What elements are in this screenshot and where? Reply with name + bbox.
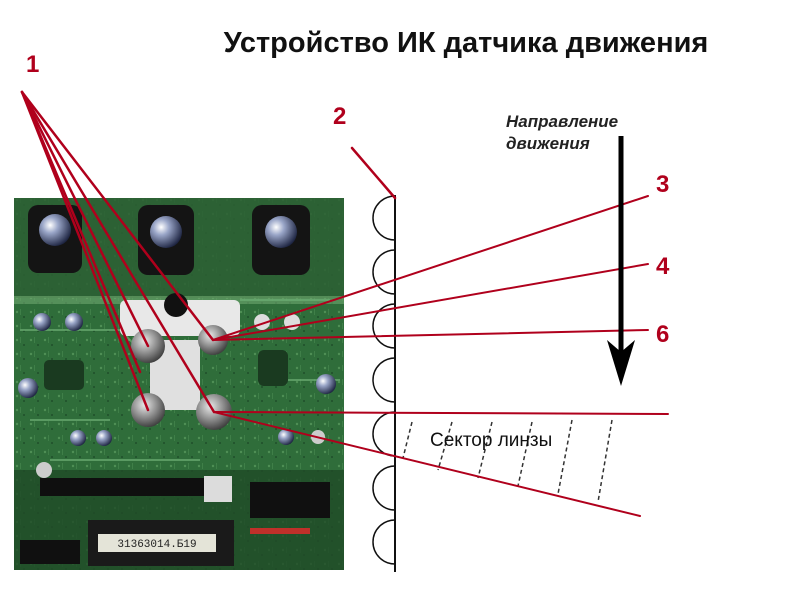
direction-label-line2: движения — [506, 134, 590, 153]
label-1-leaders — [20, 90, 216, 414]
page-title: Устройство ИК датчика движения — [224, 27, 709, 59]
capacitor-group-top — [28, 205, 310, 275]
label-1: 1 — [26, 51, 39, 78]
label-4: 4 — [656, 253, 670, 280]
label-6: 6 — [656, 321, 669, 348]
chip-marking: 31363014.Б19 — [117, 539, 196, 551]
small-components — [18, 313, 336, 478]
lens-sector-label: Сектор линзы — [430, 430, 552, 451]
pin-headers — [20, 476, 330, 564]
label-3: 3 — [656, 171, 669, 198]
direction-label-line1: Направление — [506, 112, 618, 131]
sensor-rays — [212, 195, 669, 517]
lens-sector-hatching — [402, 419, 613, 503]
fresnel-lens — [372, 195, 396, 572]
label-2-leader — [350, 146, 397, 200]
microchip: 31363014.Б19 — [88, 520, 234, 566]
label-2: 2 — [333, 103, 346, 130]
motion-direction-arrow — [607, 136, 635, 386]
circuit-board: 31363014.Б19 — [14, 198, 344, 570]
